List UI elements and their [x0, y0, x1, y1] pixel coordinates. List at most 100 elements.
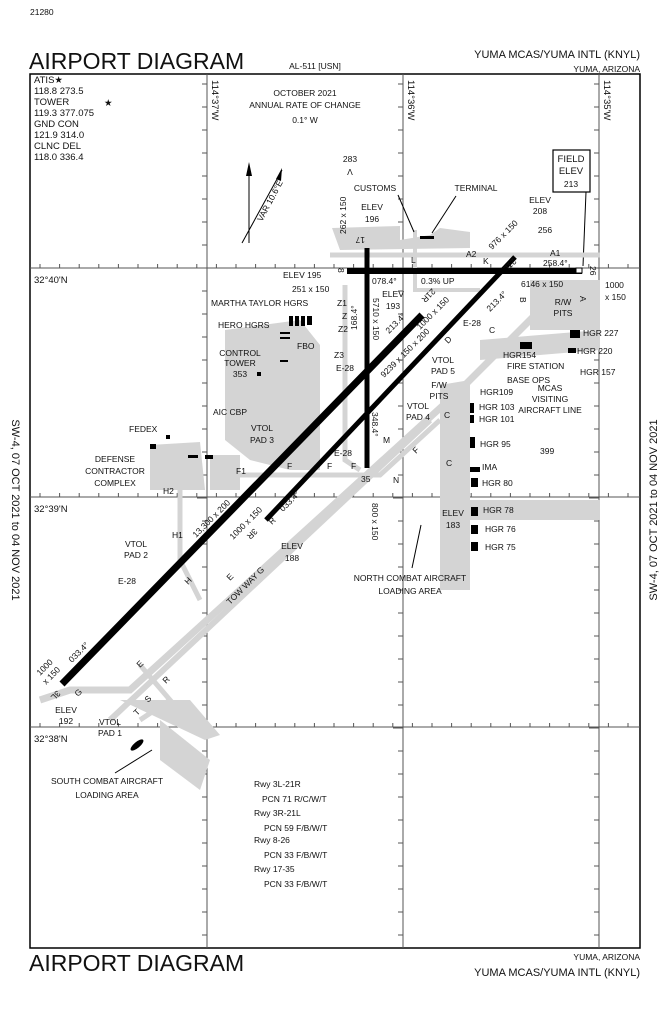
pcn-runway: Rwy 3R-21L	[254, 808, 301, 818]
elev-value: 188	[285, 553, 299, 563]
label-hangar: HGR109	[480, 387, 513, 397]
taxiway-label: S	[142, 693, 153, 704]
label-hangar: HGR 95	[480, 439, 511, 449]
label-defense-contractor: CONTRACTOR	[85, 466, 145, 476]
taxiway-label: K	[483, 256, 489, 266]
longitude-label: 114°36'W	[405, 80, 416, 120]
label-defense-contractor: DEFENSE	[95, 454, 135, 464]
runway-number: 26	[588, 266, 598, 276]
elev-label: ELEV	[442, 508, 464, 518]
atis-label: ATIS★	[34, 75, 63, 86]
taxiway-label: F	[351, 461, 356, 471]
heading-label: 078.4°	[372, 276, 397, 286]
pcn-value: PCN 33 F/B/W/T	[264, 879, 327, 889]
field-elev-label: ELEV	[559, 166, 584, 177]
label-base-ops: BASE OPS	[507, 375, 550, 385]
label-vtol-pad-5: PAD 5	[431, 366, 455, 376]
heading-label: 213.4°	[484, 289, 509, 314]
label-fedex: FEDEX	[129, 424, 158, 434]
label-north-combat-loading: NORTH COMBAT AIRCRAFT	[354, 573, 466, 583]
label-mcas-visiting: MCAS	[538, 383, 563, 393]
obstacle-elev: 256	[538, 225, 552, 235]
taxiway-label: H2	[163, 486, 174, 496]
label-customs: CUSTOMS	[354, 183, 397, 193]
label-vtol-pad-1: PAD 1	[98, 728, 122, 738]
label-martha-taylor-hgrs: MARTHA TAYLOR HGRS	[211, 298, 308, 308]
taxiway-label: F1	[236, 466, 246, 476]
atis-frequency: 118.8 273.5	[34, 86, 83, 97]
longitude-label: 114°35'W	[601, 80, 612, 120]
label-tow-way-g: TOW WAY G	[224, 564, 266, 606]
taxiway-label: A	[578, 296, 588, 302]
taxiways	[38, 226, 600, 790]
taxiway-label: M	[383, 435, 390, 445]
diagram-frame	[29, 73, 641, 949]
footer-city: YUMA, ARIZONA	[573, 952, 640, 962]
latitude-label: 32°38'N	[34, 734, 68, 745]
effective-dates-right: SW-4, 07 OCT 2021 to 04 NOV 2021	[648, 419, 660, 600]
label-fbo: FBO	[297, 341, 315, 351]
pcn-runway: Rwy 3L-21R	[254, 779, 301, 789]
ground-frequency: 121.9 314.0	[34, 130, 84, 141]
dimension-label: 1000	[605, 280, 624, 290]
taxiway-label: R	[266, 515, 277, 526]
latitude-label: 32°39'N	[34, 504, 68, 515]
tower-label: TOWER	[34, 97, 69, 108]
magvar-rate: 0.1° W	[292, 115, 318, 125]
elev-label: ELEV	[361, 202, 383, 212]
magvar-rate-label: ANNUAL RATE OF CHANGE	[249, 100, 361, 110]
label-fire-station: FIRE STATION	[507, 361, 564, 371]
taxiway-label: E	[224, 571, 235, 582]
taxiway-label: Z2	[338, 324, 348, 334]
pcn-table: Rwy 3L-21R PCN 71 R/C/W/T Rwy 3R-21L PCN…	[254, 779, 327, 889]
longitude-label: 114°37'W	[209, 80, 220, 120]
label-hangar: HGR 227	[583, 328, 619, 338]
runway-3L-21R	[59, 312, 425, 687]
label-vtol-pad-3: VTOL	[251, 423, 273, 433]
obstacle-icon: Λ	[347, 167, 353, 177]
city-name: YUMA, ARIZONA	[573, 64, 640, 74]
buildings	[130, 236, 580, 751]
elev-label: ELEV	[281, 541, 303, 551]
frequency-block: ATIS★ 118.8 273.5 TOWER ★ 119.3 377.075 …	[34, 75, 113, 163]
latitude-label: 32°40'N	[34, 275, 68, 286]
taxiway-label: R	[160, 674, 171, 685]
label-ima: IMA	[482, 462, 497, 472]
label-mcas-visiting: AIRCRAFT LINE	[518, 405, 582, 415]
label-fw-pits: F/W	[431, 380, 447, 390]
dimension-label: 5710 x 150	[371, 298, 381, 340]
elev-value: 196	[365, 214, 379, 224]
runway-3R-21L	[264, 255, 517, 522]
dimension-label: 800 x 150	[370, 503, 380, 541]
elev-label: ELEV 195	[283, 270, 322, 280]
taxiway-label: G	[72, 687, 84, 699]
obstacle-elev: 283	[343, 154, 357, 164]
dimension-label: 251 x 150	[292, 284, 330, 294]
arresting-gear-label: E-28	[463, 318, 481, 328]
ground-label: GND CON	[34, 119, 79, 130]
dimension-label: 1000 x 150	[414, 294, 451, 331]
label-control-tower: TOWER	[224, 358, 255, 368]
taxiway-label: E	[134, 658, 145, 669]
taxiway-label: B	[518, 297, 528, 303]
taxiway-label: C	[444, 410, 450, 420]
magnetic-north-arrow	[241, 169, 283, 244]
page-title: AIRPORT DIAGRAM	[29, 48, 244, 74]
pcn-value: PCN 59 F/B/W/T	[264, 823, 327, 833]
dimension-label: 976 x 150	[486, 218, 520, 252]
pcn-value: PCN 71 R/C/W/T	[262, 794, 327, 804]
elev-value: 183	[446, 520, 460, 530]
clearance-label: CLNC DEL	[34, 141, 81, 152]
taxiway-label: C	[489, 325, 495, 335]
heading-label: 258.4°	[543, 258, 568, 268]
taxiway-label: A2	[466, 249, 477, 259]
footer-title: AIRPORT DIAGRAM	[29, 950, 244, 976]
airport-name: YUMA MCAS/YUMA INTL (KNYL)	[474, 49, 640, 61]
taxiway-label: H	[182, 575, 193, 586]
label-vtol-pad-3: PAD 3	[250, 435, 274, 445]
taxiway-label: F	[410, 445, 421, 456]
label-aic-cbp: AIC CBP	[213, 407, 247, 417]
label-vtol-pad-2: PAD 2	[124, 550, 148, 560]
taxiway-label: Z1	[337, 298, 347, 308]
pcn-value: PCN 33 F/B/W/T	[264, 850, 327, 860]
